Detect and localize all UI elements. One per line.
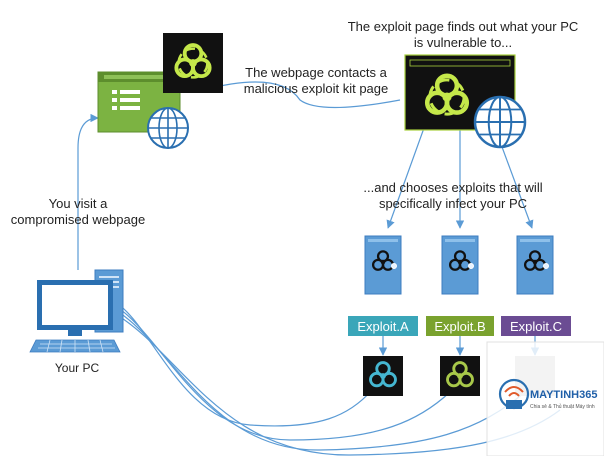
watermark-brand: MAYTINH365 [530, 389, 597, 401]
server-c [515, 234, 555, 296]
biohazard-icon [446, 361, 474, 388]
compromised-webpage [97, 33, 223, 149]
computer-icon [29, 269, 124, 353]
payload-a [363, 356, 403, 396]
curve-payload-a [111, 299, 373, 427]
watermark-logo-icon [498, 378, 530, 410]
server-b [440, 234, 480, 296]
watermark-tagline: Chia sẻ & Thủ thuật Máy tính [530, 403, 595, 410]
line-webpage-to-exploitpage [202, 81, 401, 109]
arrow-pc-to-webpage [77, 113, 99, 270]
caption-chooses-line2: specifically infect your PC [379, 196, 527, 211]
biohazard-icon [369, 361, 397, 388]
watermark: MAYTINH365 Chia sẻ & Thủ thuật Máy tính [486, 341, 604, 456]
globe-icon [473, 95, 527, 149]
caption-your-pc: Your PC [55, 361, 100, 375]
exploit-label-a: Exploit.A [348, 316, 418, 336]
exploit-label-b: Exploit.B [426, 316, 494, 336]
caption-finds-line2: is vulnerable to... [414, 35, 512, 50]
arrow-to-server-a [386, 127, 425, 229]
exploit-label-c: Exploit.C [501, 316, 571, 336]
globe-icon [147, 107, 189, 149]
caption-visit-line1: You visit a [49, 196, 109, 211]
svg-text:Exploit.A: Exploit.A [357, 319, 409, 334]
svg-text:Exploit.C: Exploit.C [510, 319, 562, 334]
svg-text:Exploit.B: Exploit.B [434, 319, 485, 334]
caption-contacts-line2: malicious exploit kit page [244, 81, 389, 96]
biohazard-icon [163, 33, 223, 93]
caption-chooses-line1: ...and chooses exploits that will [363, 180, 542, 195]
payload-b [440, 356, 480, 396]
caption-contacts-line1: The webpage contacts a [245, 65, 387, 80]
server-a [363, 234, 403, 296]
exploit-kit-page [404, 54, 527, 149]
caption-finds-line1: The exploit page finds out what your PC [348, 19, 579, 34]
caption-visit-line2: compromised webpage [11, 212, 145, 227]
